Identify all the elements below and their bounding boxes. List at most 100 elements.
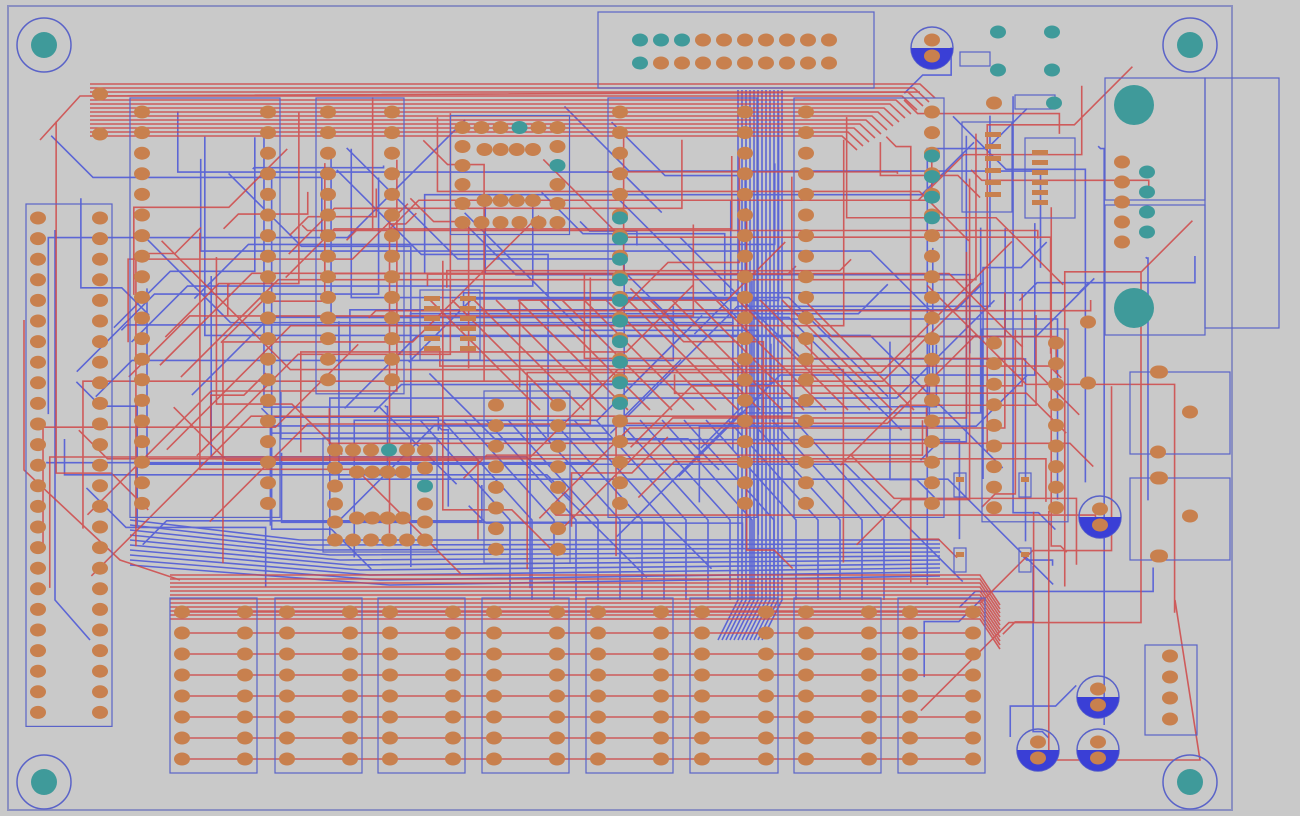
pad — [549, 216, 566, 229]
pad — [861, 710, 877, 724]
pad — [92, 127, 108, 141]
trace — [616, 227, 982, 538]
pad — [798, 647, 814, 661]
pad — [902, 668, 918, 682]
pad — [134, 167, 150, 181]
trace — [222, 214, 540, 564]
pad — [1048, 377, 1064, 391]
pad — [260, 476, 276, 490]
pad — [134, 229, 150, 243]
pad — [384, 249, 400, 263]
pad — [279, 731, 295, 745]
pad — [92, 87, 108, 101]
pad — [486, 647, 502, 661]
pad — [237, 626, 253, 640]
pad — [612, 496, 628, 510]
pad — [1090, 751, 1106, 765]
pad — [384, 373, 400, 387]
trace — [627, 299, 739, 411]
pad — [590, 689, 606, 703]
pad — [737, 290, 753, 304]
pad — [902, 710, 918, 724]
trace — [142, 485, 483, 546]
pad — [511, 216, 528, 229]
pad — [417, 515, 433, 529]
smd-pad — [460, 326, 476, 331]
trace — [485, 419, 577, 600]
component-outline — [961, 121, 1013, 213]
pad — [417, 461, 433, 475]
pad — [486, 605, 502, 619]
trace — [130, 202, 534, 343]
smd-pad — [424, 306, 440, 311]
pad — [986, 501, 1002, 515]
pad — [924, 249, 940, 263]
pad — [320, 290, 336, 304]
trace — [517, 299, 629, 411]
pad — [30, 664, 46, 678]
trace — [583, 299, 695, 411]
pad — [1114, 195, 1130, 209]
pad — [92, 396, 108, 410]
component-outline — [129, 97, 281, 518]
pad — [716, 33, 732, 47]
pad — [986, 398, 1002, 412]
pad — [342, 752, 358, 766]
trace — [849, 453, 1078, 565]
pad — [695, 56, 711, 70]
smd-pad — [985, 156, 1001, 161]
pad — [694, 647, 710, 661]
pad — [134, 435, 150, 449]
pad — [549, 626, 565, 640]
pad — [590, 752, 606, 766]
pad — [1114, 175, 1130, 189]
pad — [1048, 398, 1064, 412]
pad — [861, 731, 877, 745]
trace — [170, 594, 1001, 626]
trace — [90, 131, 864, 147]
trace — [90, 111, 894, 127]
pad — [30, 314, 46, 328]
pad — [1048, 460, 1064, 474]
trace — [301, 224, 1039, 239]
trace — [737, 299, 849, 411]
trace — [288, 188, 378, 237]
pad — [260, 455, 276, 469]
trace — [127, 203, 409, 343]
component-outline — [1129, 477, 1231, 561]
trace — [909, 190, 958, 559]
trace — [803, 299, 915, 411]
pad — [902, 689, 918, 703]
pad — [1139, 185, 1155, 199]
pad — [320, 270, 336, 284]
smd-pad — [460, 316, 476, 321]
pad — [92, 293, 108, 307]
pad — [445, 689, 461, 703]
trace — [90, 83, 936, 99]
pad — [384, 270, 400, 284]
trace — [23, 320, 181, 581]
trace — [981, 329, 1017, 508]
pad — [924, 33, 940, 47]
pad — [382, 689, 398, 703]
pad — [798, 626, 814, 640]
pad — [550, 501, 566, 515]
trace — [193, 163, 776, 300]
pad — [1152, 365, 1168, 379]
pad — [30, 582, 46, 596]
component-outline — [1204, 77, 1280, 329]
pad — [798, 731, 814, 745]
pad — [798, 414, 814, 428]
pad — [92, 335, 108, 349]
pad — [990, 63, 1006, 77]
pad — [260, 311, 276, 325]
trace — [428, 372, 961, 540]
pad — [92, 479, 108, 493]
trace — [441, 419, 533, 600]
pad — [488, 542, 504, 556]
trace — [166, 139, 845, 451]
pad — [260, 414, 276, 428]
smd-pad — [1021, 552, 1029, 557]
pad — [550, 522, 566, 536]
pad — [30, 293, 46, 307]
